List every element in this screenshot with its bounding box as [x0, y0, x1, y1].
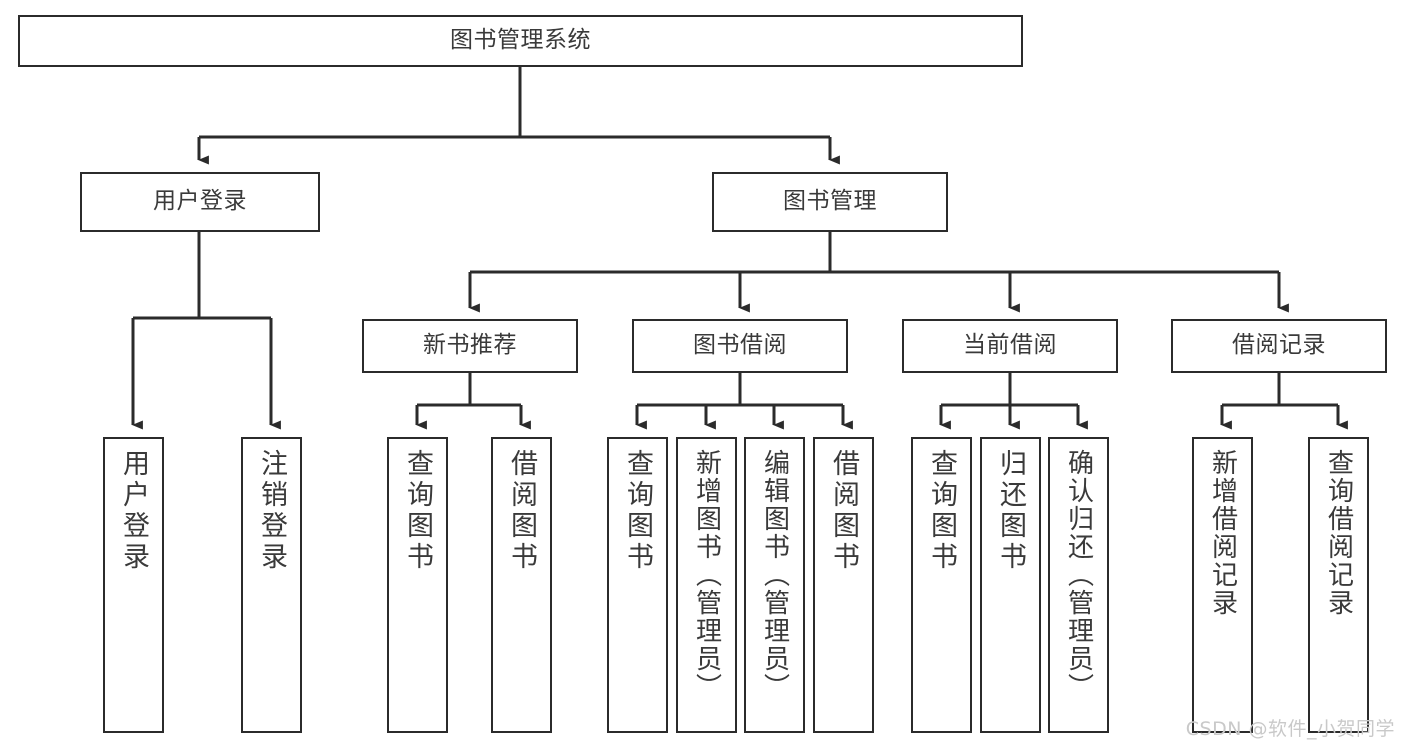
- node-book-borrow[interactable]: 图书借阅: [632, 319, 848, 373]
- leaf-query-book-1-label: 查询图书: [402, 449, 433, 573]
- node-user-login[interactable]: 用户登录: [80, 172, 320, 232]
- node-root-label: 图书管理系统: [450, 27, 591, 54]
- node-book-borrow-label: 图书借阅: [693, 332, 787, 359]
- node-current-borrow[interactable]: 当前借阅: [902, 319, 1118, 373]
- node-book-manage[interactable]: 图书管理: [712, 172, 948, 232]
- leaf-borrow-book-1[interactable]: 借阅图书: [491, 437, 552, 733]
- leaf-return-book[interactable]: 归还图书: [980, 437, 1041, 733]
- leaf-query-book-2-label: 查询图书: [622, 449, 653, 573]
- leaf-query-book-2[interactable]: 查询图书: [607, 437, 668, 733]
- leaf-query-record[interactable]: 查询借阅记录: [1308, 437, 1369, 733]
- leaf-user-logout-label: 注销登录: [256, 449, 287, 573]
- leaf-query-book-1[interactable]: 查询图书: [387, 437, 448, 733]
- leaf-add-book[interactable]: 新增图书（管理员）: [676, 437, 737, 733]
- node-new-book-recommend-label: 新书推荐: [423, 332, 517, 359]
- leaf-confirm-return[interactable]: 确认归还（管理员）: [1048, 437, 1109, 733]
- node-root[interactable]: 图书管理系统: [18, 15, 1023, 67]
- leaf-edit-book-label: 编辑图书（管理员）: [759, 449, 790, 701]
- leaf-query-book-3[interactable]: 查询图书: [911, 437, 972, 733]
- leaf-add-record[interactable]: 新增借阅记录: [1192, 437, 1253, 733]
- leaf-confirm-return-label: 确认归还（管理员）: [1063, 449, 1094, 701]
- leaf-query-book-3-label: 查询图书: [926, 449, 957, 573]
- node-book-manage-label: 图书管理: [783, 188, 877, 215]
- node-borrow-record-label: 借阅记录: [1232, 332, 1326, 359]
- leaf-user-login-label: 用户登录: [118, 449, 149, 573]
- csdn-watermark: CSDN @软件_小贺同学: [1185, 718, 1395, 740]
- leaf-add-book-label: 新增图书（管理员）: [691, 449, 722, 701]
- leaf-user-login[interactable]: 用户登录: [103, 437, 164, 733]
- leaf-user-logout[interactable]: 注销登录: [241, 437, 302, 733]
- leaf-query-record-label: 查询借阅记录: [1323, 449, 1354, 617]
- node-borrow-record[interactable]: 借阅记录: [1171, 319, 1387, 373]
- leaf-borrow-book-2-label: 借阅图书: [828, 449, 859, 573]
- leaf-borrow-book-2[interactable]: 借阅图书: [813, 437, 874, 733]
- leaf-borrow-book-1-label: 借阅图书: [506, 449, 537, 573]
- leaf-return-book-label: 归还图书: [995, 449, 1026, 573]
- node-user-login-label: 用户登录: [153, 188, 247, 215]
- leaf-add-record-label: 新增借阅记录: [1207, 449, 1238, 617]
- leaf-edit-book[interactable]: 编辑图书（管理员）: [744, 437, 805, 733]
- node-new-book-recommend[interactable]: 新书推荐: [362, 319, 578, 373]
- node-current-borrow-label: 当前借阅: [963, 332, 1057, 359]
